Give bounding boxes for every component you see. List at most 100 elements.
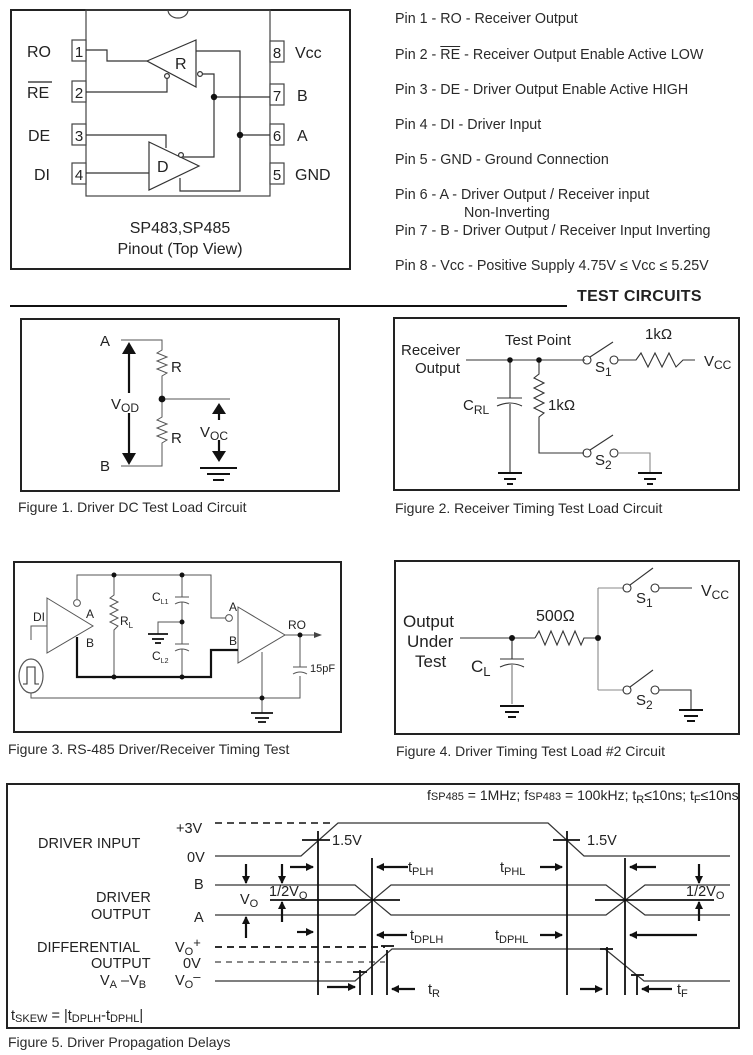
fig5-tplh-label: tPLH	[408, 860, 433, 878]
fig3-junction	[179, 619, 185, 625]
pin-number-8: 8	[273, 45, 281, 62]
pin-label-vcc: Vcc	[295, 45, 322, 62]
figure-1-caption: Figure 1. Driver DC Test Load Circuit	[18, 499, 247, 515]
arrow-up-icon	[122, 342, 136, 354]
fig5-half-vo-label-left: 1/2VO	[269, 884, 308, 902]
pin-text: Receiver Output	[474, 11, 578, 27]
driver-input-waveform	[215, 822, 730, 857]
fig2-junction	[536, 357, 542, 363]
pin-label-re: RE	[27, 85, 49, 102]
section-divider	[10, 305, 567, 307]
pin-label-a: A	[297, 128, 308, 145]
pin-prefix: Pin 4 - DI -	[395, 117, 468, 133]
ground-icon	[148, 633, 168, 644]
fig3-receiver-b-label: B	[229, 634, 237, 648]
junction-a	[236, 131, 244, 139]
pin-number-7: 7	[273, 88, 281, 105]
arrow-down-icon	[122, 453, 136, 465]
pin-text: Driver Output Enable Active HIGH	[472, 82, 689, 98]
receiver-buffer	[86, 39, 270, 192]
chip-part-label: SP483,SP485	[130, 220, 231, 237]
fig3-cl1-label: CL1	[152, 590, 169, 606]
fig5-tskew-formula: tSKEW = |tDPLH-tDPHL|	[11, 1008, 143, 1025]
arrow-up-icon	[212, 403, 226, 414]
fig5-tdphl-label: tDPHL	[495, 928, 528, 946]
pin-description-8: Pin 8 - Vcc - Positive Supply 4.75V ≤ Vc…	[395, 258, 709, 274]
fig5-b-label: B	[194, 877, 204, 893]
figure-3-diagram: DI A B RL CL1 CL2 A B RO 15pF	[13, 561, 342, 733]
fig2-resistor-1-label: 1kΩ	[645, 326, 672, 343]
pin-text: Driver Output / Receiver input	[460, 187, 650, 203]
fig5-1-5v-label-right: 1.5V	[587, 833, 617, 849]
pin-description-7: Pin 7 - B - Driver Output / Receiver Inp…	[395, 223, 710, 239]
fig3-b-line	[75, 637, 238, 679]
pulse-source-icon	[18, 658, 44, 694]
pin-description-6: Pin 6 - A - Driver Output / Receiver inp…	[395, 187, 649, 203]
fig2-s2-label: S2	[595, 452, 612, 472]
ground-icon	[200, 467, 237, 481]
pin-number-4: 4	[75, 167, 83, 184]
driver-buffer	[86, 134, 201, 191]
ground-icon	[251, 712, 273, 723]
ground-icon	[498, 472, 522, 485]
fig5-tdplh-label: tDPLH	[410, 928, 443, 946]
pin-number-2: 2	[75, 85, 83, 102]
fig1-node-a: A	[100, 333, 110, 350]
fig4-junction	[509, 635, 515, 641]
fig2-s1-label: S1	[595, 359, 612, 379]
fig4-vcc-label: VCC	[701, 583, 729, 602]
pin-description-2: Pin 2 - RE - Receiver Output Enable Acti…	[395, 47, 703, 63]
junction-b	[210, 93, 218, 101]
fig3-rl-label: RL	[120, 614, 134, 630]
figure-3-caption: Figure 3. RS-485 Driver/Receiver Timing …	[8, 741, 290, 757]
pin-label-di: DI	[34, 167, 50, 184]
driver-label: D	[157, 159, 169, 176]
arrow-right-icon	[314, 632, 322, 638]
fig3-driver-a-label: A	[86, 607, 94, 621]
ground-icon	[500, 705, 524, 718]
fig2-vcc-label: VCC	[704, 353, 732, 372]
figure-5-timing-diagram: fSP485 = 1MHz; fSP483 = 100kHz; tR≤10ns;…	[6, 783, 740, 1029]
pin-prefix: Pin 8 - Vcc -	[395, 258, 477, 274]
fig4-cl-label: CL	[471, 657, 491, 679]
pin-text: Ground Connection	[484, 152, 609, 168]
pin-text: Driver Output / Receiver Input Inverting	[462, 223, 711, 239]
figure-2-caption: Figure 2. Receiver Timing Test Load Circ…	[395, 500, 663, 516]
pin-description-1: Pin 1 - RO - Receiver Output	[395, 11, 578, 27]
fig5-differential-label-1: DIFFERENTIAL	[37, 940, 140, 956]
arrow-down-icon	[212, 451, 226, 462]
fig5-tf-label: tF	[677, 982, 688, 1000]
pin-number-1: 1	[75, 44, 83, 61]
differential-output-waveform	[215, 948, 730, 982]
fig4-junction	[595, 635, 601, 641]
pin-prefix: Pin 5 - GND -	[395, 152, 485, 168]
fig4-output-label-2: Under	[407, 632, 454, 651]
ic-notch	[167, 9, 189, 19]
figure-4-frame	[394, 560, 740, 735]
fig3-cl2-label: CL2	[152, 649, 169, 665]
fig5-tphl-label: tPHL	[500, 860, 525, 878]
fig1-resistor-bottom-label: R	[171, 430, 182, 447]
figure-5-caption: Figure 5. Driver Propagation Delays	[8, 1034, 231, 1050]
fig3-junction	[297, 632, 303, 638]
fig5-driver-input-label: DRIVER INPUT	[38, 836, 140, 852]
fig2-crl-label: CRL	[463, 397, 490, 417]
figure-2-diagram: Receiver Output Test Point 1kΩ 1kΩ VCC C…	[393, 317, 740, 491]
pin-prefix: Pin 1 - RO -	[395, 11, 475, 27]
pin-box-5	[269, 162, 285, 185]
pin-prefix: Pin 7 - B -	[395, 223, 463, 239]
fig3-driver-b-label: B	[86, 636, 94, 650]
fig3-junction	[111, 572, 117, 578]
fig3-di-label: DI	[33, 610, 45, 624]
figure-2-frame	[393, 317, 740, 491]
ground-icon	[638, 472, 662, 485]
fig1-resistor-top-label: R	[171, 359, 182, 376]
fig4-output-label-1: Output	[403, 612, 454, 631]
fig5-vo-plus-label: VO+	[175, 935, 201, 958]
pin-description-5: Pin 5 - GND - Ground Connection	[395, 152, 609, 168]
fig3-cap-label: 15pF	[310, 663, 335, 675]
fig5-a-label: A	[194, 910, 204, 926]
fig5-vo-label: VO	[240, 892, 259, 910]
fig5-plus3v-label: +3V	[176, 821, 203, 837]
fig4-s2-label: S2	[636, 692, 653, 712]
